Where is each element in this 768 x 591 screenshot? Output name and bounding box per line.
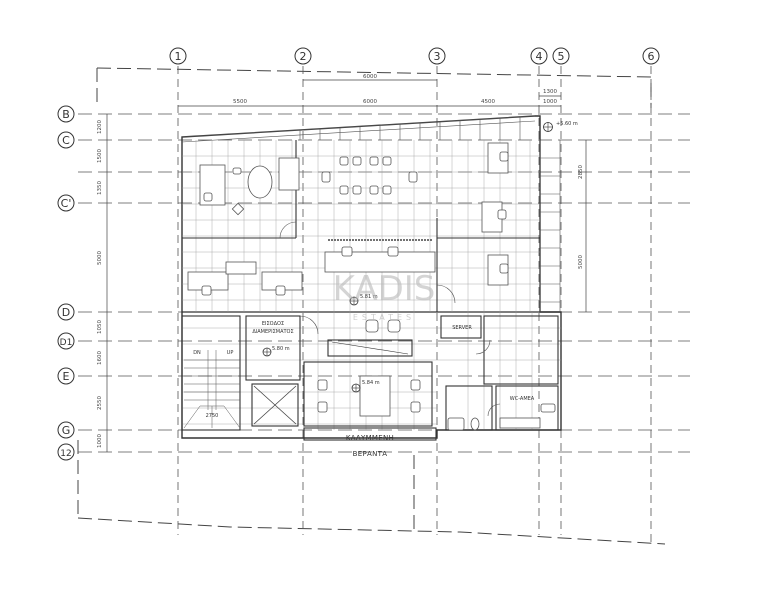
svg-text:4: 4: [536, 50, 543, 63]
axis-bubble-5: 5: [552, 47, 570, 65]
svg-text:1350: 1350: [97, 181, 103, 195]
svg-text:D1: D1: [60, 338, 73, 348]
dim-right-2850: 2850: [578, 165, 584, 179]
svg-text:+5.60 m: +5.60 m: [556, 121, 578, 127]
axis-bubble-3: 3: [428, 47, 446, 65]
svg-text:5000: 5000: [97, 251, 103, 265]
right-louvre-band: [539, 140, 561, 312]
dim-6000: 6000: [363, 99, 377, 105]
dim-top-6000-upper: 6000: [363, 74, 377, 80]
svg-text:ESTATES: ESTATES: [353, 313, 415, 322]
interior-walls: [181, 140, 559, 441]
top-louvre-band: [181, 115, 536, 143]
level-marker-top-right: +5.60 m: [543, 121, 578, 132]
server-room-label: SERVER: [452, 325, 472, 331]
svg-text:5.80 m: 5.80 m: [272, 346, 290, 352]
axis-bubble-E: E: [57, 367, 75, 385]
veranda-label-line2: ΒΕΡΑΝΤΑ: [353, 450, 388, 458]
level-marker-meeting: 5.84 m: [351, 380, 380, 393]
furniture: [187, 142, 556, 431]
entrance-label-line2: ΔΙΑΜΕΡΙΣΜΑΤΟΣ: [252, 329, 293, 335]
dim-1300: 1300: [543, 89, 557, 95]
svg-text:E: E: [63, 370, 70, 383]
axis-bubble-D: D: [57, 303, 75, 321]
svg-text:1200: 1200: [97, 120, 103, 134]
level-marker-office: 5.81 m: [349, 294, 378, 306]
svg-text:6: 6: [648, 50, 655, 63]
svg-text:C': C': [61, 197, 72, 210]
svg-text:5: 5: [558, 50, 565, 63]
door-swings: [279, 221, 501, 417]
dim-5500: 5500: [233, 99, 247, 105]
veranda-label-line1: ΚΑΛΥΜΜΕΝΗ: [346, 434, 394, 442]
top-dimension-chain: [178, 79, 561, 107]
axis-bubble-1: 1: [169, 47, 187, 65]
svg-text:1050: 1050: [97, 320, 103, 334]
axis-bubble-G: G: [57, 421, 75, 439]
svg-text:B: B: [62, 108, 70, 121]
svg-text:1500: 1500: [97, 149, 103, 163]
axis-bubble-12: 12: [57, 443, 75, 461]
svg-text:5.84 m: 5.84 m: [362, 380, 380, 386]
axis-bubble-D1: D1: [57, 332, 75, 350]
dim-1000: 1000: [543, 99, 557, 105]
level-marker-entrance: 5.80 m: [262, 346, 290, 357]
svg-text:3: 3: [434, 50, 441, 63]
axis-bubble-2: 2: [294, 47, 312, 65]
svg-text:2: 2: [300, 50, 307, 63]
elevator-shaft: [253, 385, 297, 425]
staircase: [183, 350, 241, 429]
svg-text:1: 1: [175, 50, 182, 63]
svg-text:G: G: [62, 424, 71, 437]
svg-text:D: D: [62, 306, 70, 319]
site-boundary: [77, 67, 666, 545]
axis-bubble-6: 6: [642, 47, 660, 65]
svg-text:C: C: [62, 134, 70, 147]
svg-text:12: 12: [60, 449, 71, 459]
wc-label: WC-AMEA: [510, 396, 535, 402]
axis-bubble-C: C: [57, 131, 75, 149]
dim-stair-2750: 2750: [206, 413, 219, 419]
svg-text:2550: 2550: [97, 396, 103, 410]
axis-bubble-C-prime: C': [57, 194, 75, 212]
dim-4500: 4500: [481, 99, 495, 105]
building-outline: [181, 115, 562, 439]
watermark-logo: KADIS ESTATES: [333, 269, 436, 322]
svg-text:1000: 1000: [97, 434, 103, 448]
entrance-label-line1: ΕΙΣΟΔΟΣ: [262, 321, 284, 327]
stair-up-label: UP: [227, 350, 234, 356]
left-dimension-labels: 1200 1500 1350 5000 1050 1600 2550 1000: [97, 120, 103, 448]
svg-text:5.81 m: 5.81 m: [360, 294, 378, 300]
stair-dn-label: DN: [193, 350, 201, 356]
axis-bubble-4: 4: [530, 47, 548, 65]
svg-text:1600: 1600: [97, 351, 103, 365]
tile-grid: [182, 140, 561, 430]
dim-right-5000: 5000: [578, 255, 584, 269]
axis-bubble-B: B: [57, 105, 75, 123]
svg-text:KADIS: KADIS: [333, 269, 436, 309]
